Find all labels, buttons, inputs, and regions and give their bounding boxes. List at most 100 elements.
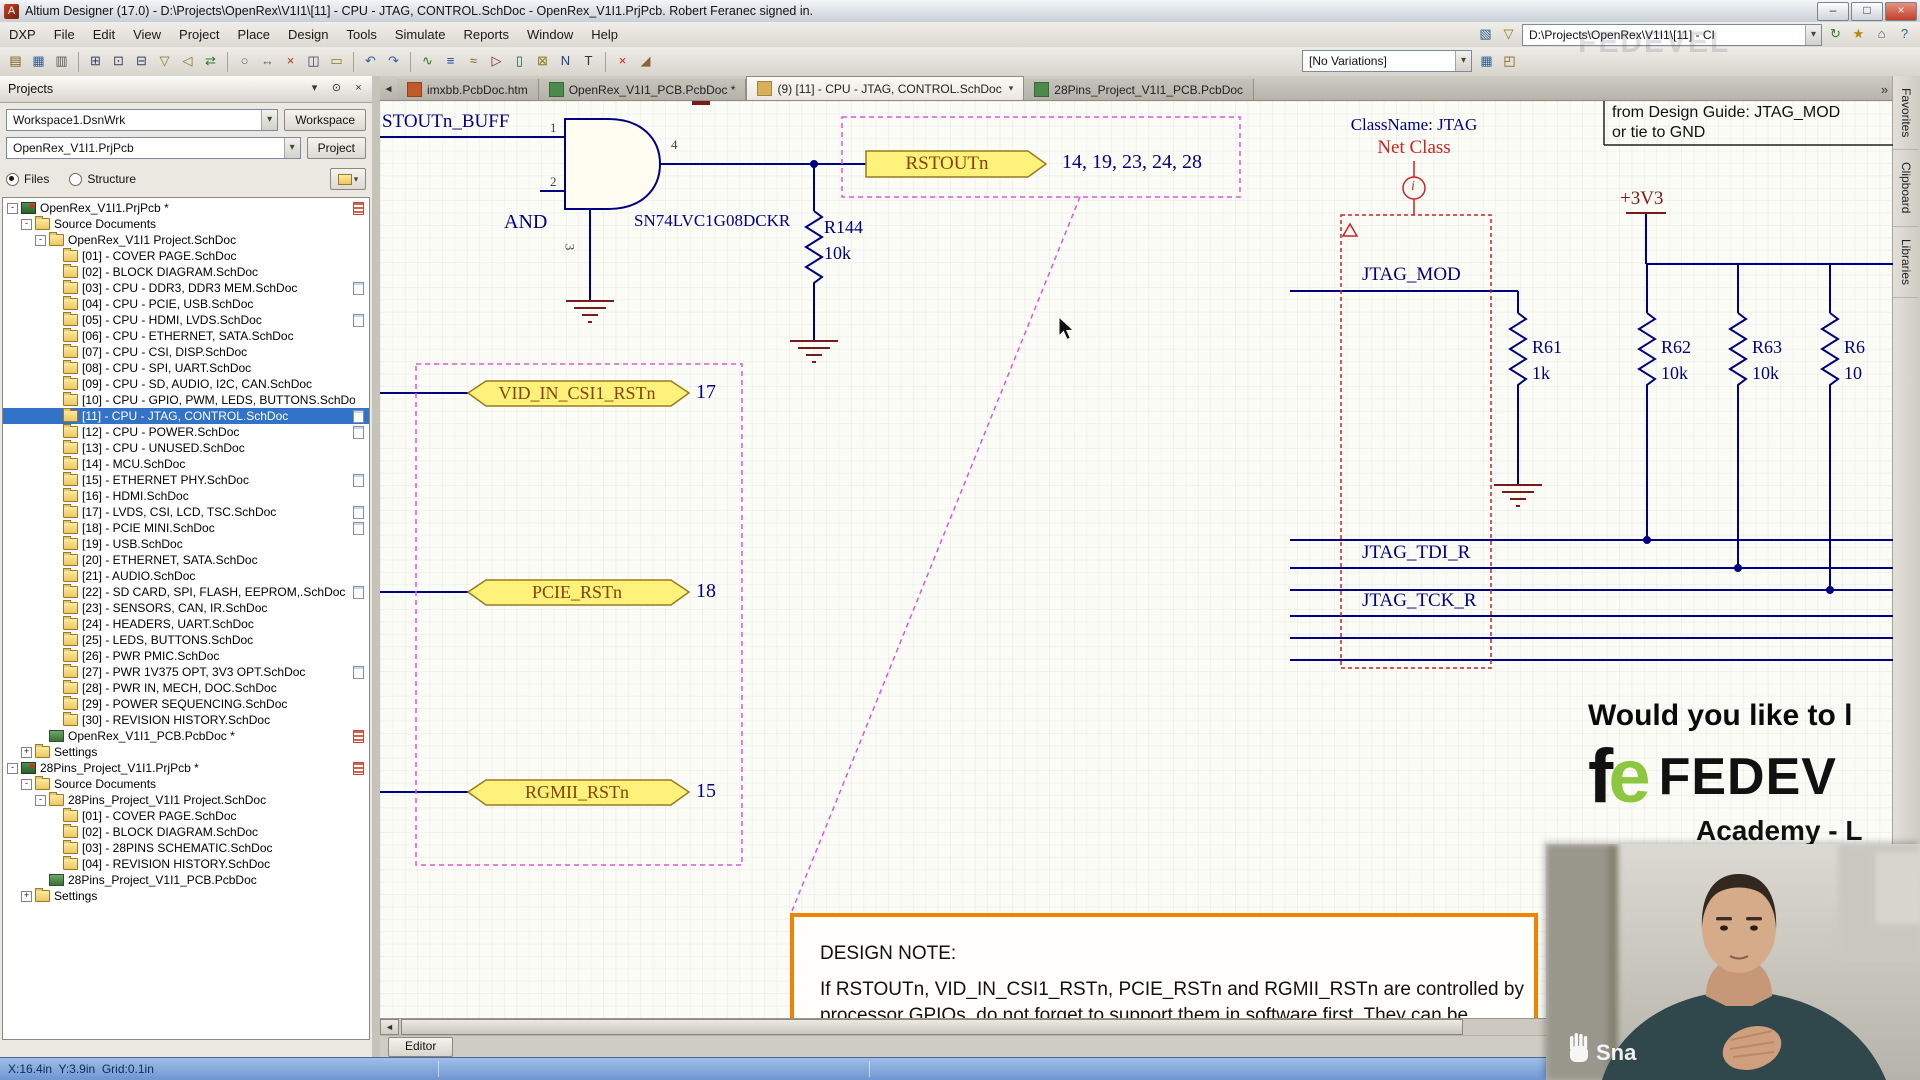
tree-item[interactable]: [12] - CPU - POWER.SchDoc — [3, 424, 369, 440]
expand-toggle-icon[interactable] — [21, 778, 32, 790]
tree-item[interactable]: 28Pins_Project_V1I1 Project.SchDoc — [3, 792, 369, 808]
gate-part-number[interactable]: SN74LVC1G08DCKR — [634, 211, 791, 230]
undo-icon[interactable]: ↶ — [365, 53, 376, 68]
storage-manager-icon[interactable]: ▦ — [1480, 52, 1493, 68]
tree-item[interactable]: [11] - CPU - JTAG, CONTROL.SchDoc — [3, 408, 369, 424]
tree-item[interactable]: Source Documents — [3, 776, 369, 792]
place-text-icon[interactable]: T — [584, 53, 593, 68]
project-tree[interactable]: OpenRex_V1I1.PrjPcb * Source Documents O… — [2, 197, 370, 1040]
tree-item[interactable]: [17] - LVDS, CSI, LCD, TSC.SchDoc — [3, 504, 369, 520]
tree-item[interactable]: [06] - CPU - ETHERNET, SATA.SchDoc — [3, 328, 369, 344]
menu-item[interactable]: DXP — [9, 27, 36, 42]
net-class-kind[interactable]: Net Class — [1377, 137, 1451, 158]
maximize-button[interactable]: □ — [1851, 1, 1883, 21]
expand-toggle-icon[interactable] — [7, 762, 18, 774]
design-workspace-icon[interactable]: ▧ — [1479, 26, 1492, 41]
tree-item[interactable]: Settings — [3, 888, 369, 904]
power-rail-3v3[interactable]: +3V3 — [1620, 188, 1664, 209]
document-tab[interactable]: OpenRex_V1I1_PCB.PcbDoc * ▾ — [538, 79, 747, 100]
tree-item[interactable]: [26] - PWR PMIC.SchDoc — [3, 648, 369, 664]
menu-item[interactable]: View — [133, 27, 162, 42]
project-combo[interactable]: OpenRex_V1I1.PrjPcb ▾ — [6, 137, 301, 159]
tree-item[interactable]: [01] - COVER PAGE.SchDoc — [3, 248, 369, 264]
workspace-combo[interactable]: Workspace1.DsnWrk ▾ — [6, 109, 279, 131]
zoom-fit-icon[interactable]: ⊡ — [113, 53, 124, 68]
expand-toggle-icon[interactable] — [35, 794, 46, 806]
resistor-r62-value[interactable]: 10k — [1661, 363, 1688, 383]
filter-panel-icon[interactable]: ▽ — [1503, 26, 1514, 41]
tab-scroll-left-icon[interactable]: ◄ — [383, 84, 394, 95]
panel-pin-icon[interactable]: ⊙ — [331, 82, 342, 94]
menu-item[interactable]: Help — [591, 27, 618, 42]
expand-toggle-icon[interactable] — [7, 202, 18, 214]
tree-item[interactable]: [09] - CPU - SD, AUDIO, I2C, CAN.SchDoc — [3, 376, 369, 392]
place-port-icon[interactable]: ⊠ — [537, 53, 548, 68]
panel-tab[interactable]: Favorites — [1893, 76, 1919, 151]
expand-toggle-icon[interactable] — [35, 234, 46, 246]
resistor-r144-value[interactable]: 10k — [824, 243, 851, 263]
net-class-name[interactable]: ClassName: JTAG — [1350, 115, 1478, 134]
menu-item[interactable]: File — [53, 27, 75, 42]
structure-radio[interactable] — [69, 172, 83, 186]
toolbar-icon[interactable] — [78, 51, 79, 72]
document-tab[interactable]: 28Pins_Project_V1I1_PCB.PcbDoc ▾ — [1024, 79, 1255, 100]
tree-item[interactable]: [15] - ETHERNET PHY.SchDoc — [3, 472, 369, 488]
minimize-button[interactable]: – — [1817, 1, 1849, 21]
resistor-r63-value[interactable]: 10k — [1752, 363, 1779, 383]
net-label-rstoutn-buff[interactable]: STOUTn_BUFF — [382, 111, 510, 132]
tree-item[interactable]: [10] - CPU - GPIO, PWM, LEDS, BUTTONS.Sc… — [3, 392, 369, 408]
net-label-jtag-tck-r[interactable]: JTAG_TCK_R — [1362, 590, 1477, 611]
schematic-canvas[interactable]: STOUTn_BUFF 1 2 3 4 AND SN74LVC1G08DCKR … — [380, 101, 1893, 1018]
editor-mode-tab[interactable]: Editor — [388, 1037, 454, 1057]
scroll-left-icon[interactable]: ◄ — [380, 1019, 399, 1035]
document-tab[interactable]: (9) [11] - CPU - JTAG, CONTROL.SchDoc ▾ — [746, 76, 1025, 100]
tab-overflow-icon[interactable]: » — [1880, 82, 1889, 97]
menu-item[interactable]: Window — [526, 27, 574, 42]
tree-item[interactable]: [22] - SD CARD, SPI, FLASH, EEPROM,.SchD… — [3, 584, 369, 600]
place-harness-icon[interactable]: ≈ — [469, 53, 478, 68]
gate-type-label[interactable]: AND — [504, 211, 548, 233]
net-label-jtag-mod[interactable]: JTAG_MOD — [1362, 264, 1461, 285]
panel-tab[interactable]: Clipboard — [1893, 150, 1919, 227]
resistor-r61-value[interactable]: 1k — [1532, 363, 1550, 383]
document-path-combo[interactable]: D:\Projects\OpenRex\V1I1\[11] - CI ▾ — [1522, 23, 1822, 46]
menu-item[interactable]: Project — [179, 27, 220, 42]
tree-item[interactable]: [19] - USB.SchDoc — [3, 536, 369, 552]
horizontal-scrollbar[interactable]: ◄ ► — [380, 1018, 1893, 1035]
tree-item[interactable]: [04] - CPU - PCIE, USB.SchDoc — [3, 296, 369, 312]
resistor-r63-ref[interactable]: R63 — [1752, 337, 1783, 357]
paste-icon[interactable]: ▭ — [330, 53, 343, 68]
panel-tab[interactable]: Libraries — [1893, 227, 1919, 298]
tree-item[interactable]: [27] - PWR 1V375 OPT, 3V3 OPT.SchDoc — [3, 664, 369, 680]
tree-item[interactable]: [23] - SENSORS, CAN, IR.SchDoc — [3, 600, 369, 616]
expand-toggle-icon[interactable] — [21, 218, 32, 230]
resistor-r64-ref[interactable]: R6 — [1844, 337, 1866, 357]
tree-item[interactable]: [30] - REVISION HISTORY.SchDoc — [3, 712, 369, 728]
tree-item[interactable]: [18] - PCIE MINI.SchDoc — [3, 520, 369, 536]
resistor-r64-value[interactable]: 10 — [1844, 363, 1862, 383]
tree-item[interactable]: [04] - REVISION HISTORY.SchDoc — [3, 856, 369, 872]
place-sheet-symbol-icon[interactable]: ▯ — [515, 53, 524, 68]
port-vid-in-csi1-rstn[interactable]: VID_IN_CSI1_RSTn — [498, 383, 656, 403]
chevron-down-icon[interactable]: ▾ — [283, 138, 300, 158]
workspace-button[interactable]: Workspace — [284, 109, 366, 131]
net-label-jtag-tdi-r[interactable]: JTAG_TDI_R — [1362, 542, 1471, 563]
expand-toggle-icon[interactable] — [21, 890, 32, 902]
place-wire-icon[interactable]: ∿ — [422, 53, 433, 68]
copy-icon[interactable]: ◫ — [307, 53, 320, 68]
place-net-label-icon[interactable]: N — [560, 53, 571, 68]
annotate-icon[interactable]: ◢ — [640, 53, 651, 68]
zoom-area-icon[interactable]: ⊟ — [136, 53, 147, 68]
tree-item[interactable]: [21] - AUDIO.SchDoc — [3, 568, 369, 584]
move-object-icon[interactable]: ↔ — [261, 53, 274, 68]
toolbar-icon[interactable] — [410, 51, 411, 72]
favorites-icon[interactable]: ★ — [1852, 26, 1865, 41]
file-view-options-button[interactable]: ▾ — [330, 168, 366, 190]
port-rgmii-rstn[interactable]: RGMII_RSTn — [524, 782, 629, 802]
chevron-down-icon[interactable]: ▾ — [261, 110, 278, 130]
toolbar-icon[interactable] — [605, 51, 606, 72]
tree-item[interactable]: [03] - CPU - DDR3, DDR3 MEM.SchDoc — [3, 280, 369, 296]
tree-item[interactable]: 28Pins_Project_V1I1_PCB.PcbDoc — [3, 872, 369, 888]
tree-item[interactable]: OpenRex_V1I1.PrjPcb * — [3, 200, 369, 216]
print-icon[interactable]: ▥ — [55, 53, 68, 68]
